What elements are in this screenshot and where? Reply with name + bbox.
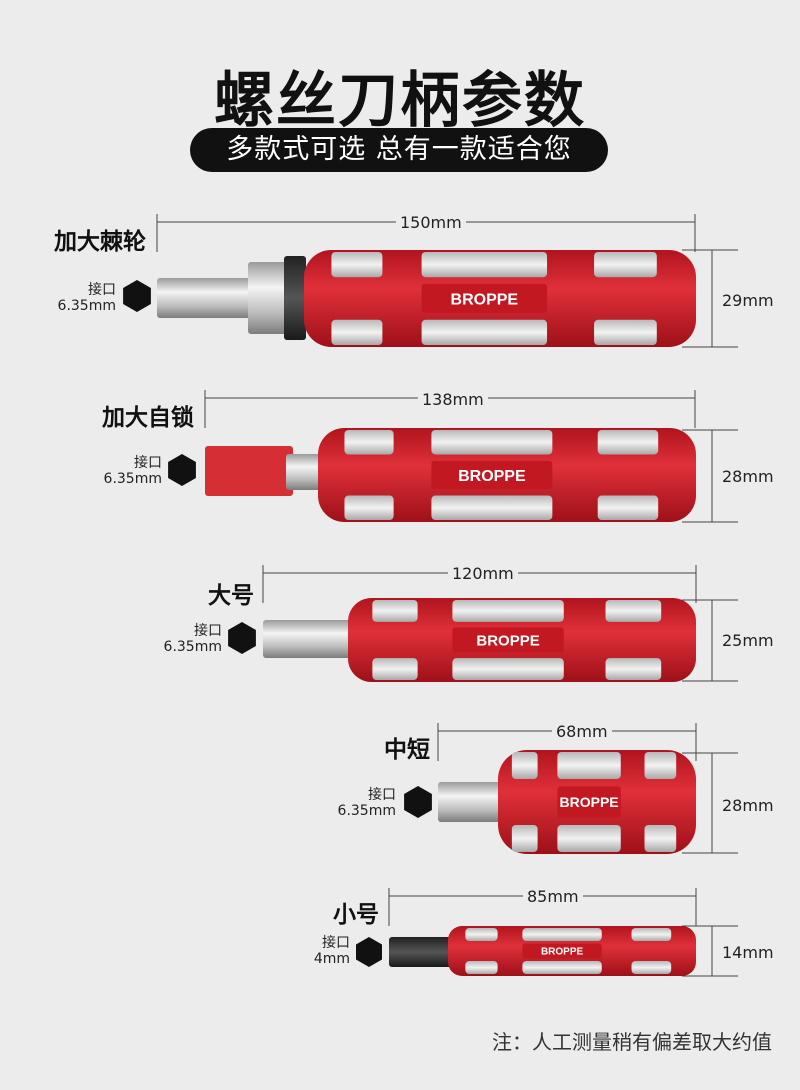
subtitle-text: 多款式可选 总有一款适合您 bbox=[226, 134, 572, 165]
handle-short: BROPPE bbox=[498, 750, 696, 854]
selflock-collar bbox=[205, 446, 293, 496]
tool-name-small: 小号 bbox=[333, 902, 379, 928]
handle-selflock: BROPPE bbox=[318, 428, 696, 522]
tool-name-ratchet: 加大棘轮 bbox=[54, 229, 146, 255]
page-title: 螺丝刀柄参数 bbox=[214, 66, 586, 136]
diameter-label-selflock: 28mm bbox=[718, 467, 778, 486]
footnote: 注：人工测量稍有偏差取大约值 bbox=[492, 1030, 772, 1054]
diameter-label-short: 28mm bbox=[718, 796, 778, 815]
length-label-large: 120mm bbox=[448, 564, 518, 583]
subtitle-banner: 多款式可选 总有一款适合您 bbox=[190, 128, 608, 172]
hex-icon-selflock bbox=[168, 454, 196, 486]
tool-name-large: 大号 bbox=[208, 583, 254, 609]
length-label-short: 68mm bbox=[552, 722, 612, 741]
handle-ratchet: BROPPE bbox=[304, 250, 696, 347]
brand-logo: BROPPE bbox=[451, 291, 519, 308]
tool-name-selflock: 加大自锁 bbox=[102, 405, 194, 431]
brand-logo: BROPPE bbox=[541, 947, 584, 958]
diameter-label-ratchet: 29mm bbox=[718, 291, 778, 310]
handle-small: BROPPE bbox=[448, 926, 696, 976]
handle-large: BROPPE bbox=[348, 598, 696, 682]
length-label-selflock: 138mm bbox=[418, 390, 488, 409]
hex-icon-small bbox=[356, 937, 382, 967]
length-label-ratchet: 150mm bbox=[396, 213, 466, 232]
brand-logo: BROPPE bbox=[476, 632, 539, 649]
brand-logo: BROPPE bbox=[458, 468, 526, 485]
bit-shaft-small bbox=[389, 937, 453, 967]
tool-name-short: 中短 bbox=[384, 737, 430, 763]
bit-shaft-selflock bbox=[286, 454, 322, 490]
hex-icon-short bbox=[404, 786, 432, 818]
length-label-small: 85mm bbox=[523, 887, 583, 906]
ratchet-collar bbox=[248, 262, 288, 334]
bit-shaft-ratchet bbox=[157, 278, 252, 318]
ratchet-ring bbox=[284, 256, 306, 340]
diameter-label-small: 14mm bbox=[718, 943, 778, 962]
bit-shaft-large bbox=[263, 620, 353, 658]
brand-logo: BROPPE bbox=[560, 794, 619, 810]
diameter-label-large: 25mm bbox=[718, 631, 778, 650]
bit-shaft-short bbox=[438, 782, 504, 822]
hex-icon-ratchet bbox=[123, 280, 151, 312]
hex-icon-large bbox=[228, 622, 256, 654]
